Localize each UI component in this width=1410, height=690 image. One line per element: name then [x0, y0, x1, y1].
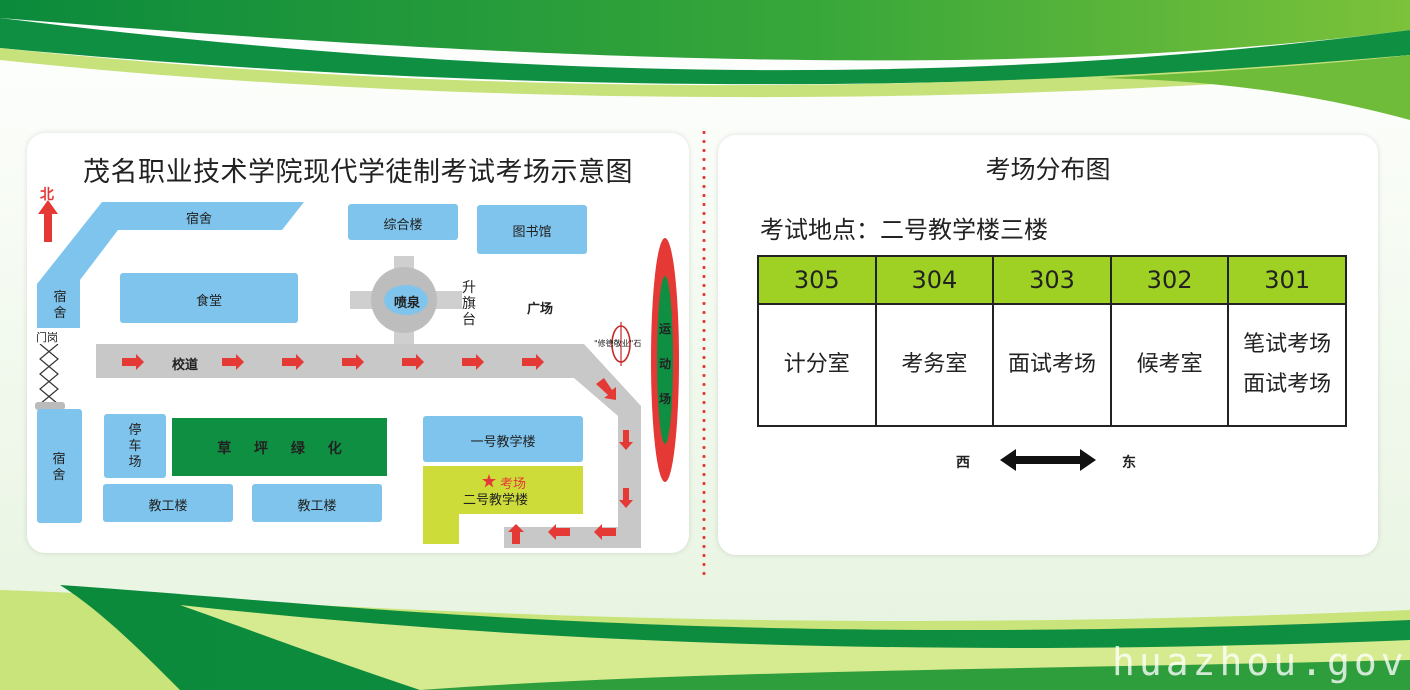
north-label: 北: [40, 187, 54, 203]
room-header-301: 301: [1227, 255, 1347, 305]
staff-building-1-label: 教工楼: [148, 499, 188, 514]
fountain-label: 喷泉: [393, 296, 420, 311]
flag-label: 升旗台: [462, 280, 476, 328]
staff-building-1: [103, 484, 233, 522]
dorm-bottom-label: 宿舍: [52, 452, 66, 483]
north-arrow-icon: [38, 200, 58, 242]
complex-label: 综合楼: [383, 218, 423, 233]
staff-building-2-label: 教工楼: [297, 499, 337, 514]
field-label: 运动场: [658, 322, 671, 406]
room-use-303: 面试考场: [992, 303, 1112, 427]
gate-label: 门岗: [36, 331, 58, 344]
west-east-arrow-icon: [1000, 449, 1096, 471]
dorm-bottom: [37, 409, 82, 523]
building-2-exam: [423, 466, 583, 544]
staff-building-2: [252, 484, 382, 522]
dorm-top-shape: [37, 202, 304, 328]
library-label: 图书馆: [512, 225, 552, 240]
square-label: 广场: [527, 302, 554, 317]
watermark: huazhou.gov.c: [1112, 640, 1410, 684]
building-1-label: 一号教学楼: [470, 435, 536, 450]
room-header-303: 303: [992, 255, 1112, 305]
room-use-text: 笔试考场: [1243, 332, 1332, 357]
sports-field: [651, 238, 679, 482]
building-2-label: 二号教学楼: [463, 493, 529, 508]
campus-road: [96, 344, 641, 548]
room-use-304: 考务室: [874, 303, 995, 427]
road-direction-arrows: [122, 354, 633, 544]
lawn-label: 草 坪 绿 化: [217, 441, 342, 457]
building-1: [423, 416, 583, 462]
complex-building: [348, 204, 458, 240]
room-use-305: 计分室: [757, 303, 877, 427]
exam-star-icon: [482, 474, 496, 488]
east-label: 东: [1122, 455, 1136, 471]
room-use-text: 计分室: [783, 352, 850, 377]
road-label: 校道: [172, 358, 199, 373]
dotted-divider: [702, 128, 706, 578]
room-use-text: 候考室: [1136, 352, 1203, 377]
parking-lot: [104, 414, 166, 478]
canteen-label: 食堂: [195, 294, 222, 309]
fountain-roundabout: [350, 256, 462, 344]
room-use-text: 面试考场: [1243, 372, 1332, 397]
room-use-302: 候考室: [1109, 303, 1230, 427]
gate-post: [35, 402, 65, 410]
library-building: [477, 205, 587, 254]
stone-marker-icon: [611, 322, 631, 366]
room-use-text: 考务室: [901, 352, 968, 377]
dorm-top-label: 宿舍: [186, 212, 213, 227]
exam-location: 考试地点：二号教学楼三楼: [760, 216, 1048, 244]
room-use-text: 面试考场: [1007, 352, 1096, 377]
room-header-302: 302: [1109, 255, 1230, 305]
room-layout-title: 考场分布图: [985, 155, 1111, 184]
map-title: 茂名职业技术学院现代学徒制考试考场示意图: [83, 157, 633, 188]
stone-label: "修德敬业"石: [594, 339, 642, 348]
room-table: 305 304 303 302 301 计分室 考务室 面试考场 候考室 笔试考…: [757, 255, 1347, 427]
canteen-building: [120, 273, 298, 323]
lawn-area: [172, 418, 387, 476]
west-label: 西: [956, 455, 970, 471]
room-use-301: 笔试考场面试考场: [1227, 303, 1347, 427]
room-header-305: 305: [757, 255, 877, 305]
gate-icon: [39, 344, 59, 405]
exam-mark-label: 考场: [500, 477, 527, 492]
parking-label: 停车场: [128, 423, 142, 470]
room-header-304: 304: [874, 255, 995, 305]
dorm-left-label: 宿舍: [53, 290, 67, 321]
